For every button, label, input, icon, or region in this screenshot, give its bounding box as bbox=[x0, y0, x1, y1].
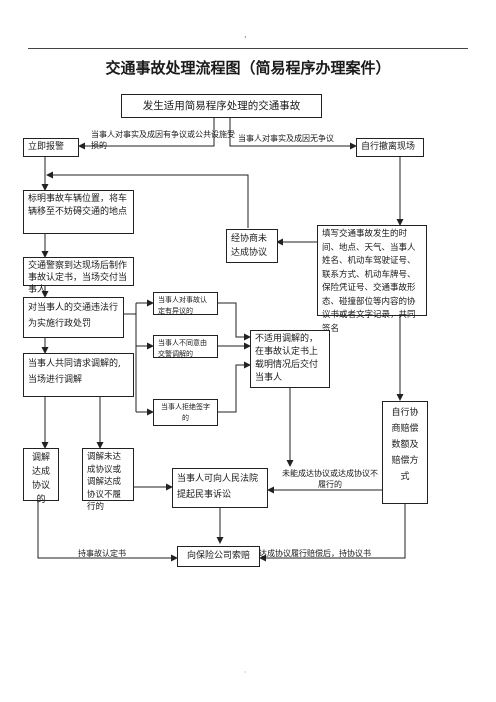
node-self-evacuate: 自行撤离现场 bbox=[356, 138, 424, 157]
node-report: 立即报警 bbox=[23, 138, 79, 157]
node-opt-objection: 当事人对事故认定有异议的 bbox=[153, 292, 218, 315]
node-joint-request: 当事人共同请求调解的,当场进行调解 bbox=[23, 353, 134, 397]
node-mark-position: 标明事故车辆位置，将车辆移至不妨碍交通的地点 bbox=[23, 190, 134, 234]
node-mediated: 调解达成协议的 bbox=[23, 448, 59, 505]
label-not-reached: 未能成达协议或达成协议不履行的 bbox=[282, 469, 378, 489]
node-penalty: 对当事人的交通违法行为实施行政处罚 bbox=[23, 297, 124, 338]
edge-negotiate-insurance bbox=[259, 503, 406, 562]
node-insurance: 向保险公司索赔 bbox=[177, 546, 260, 567]
node-fill-agreement: 填写交通事故发生的时间、地点、天气、当事人姓名、机动车驾驶证号、联系方式、机动车… bbox=[317, 225, 427, 334]
edge-start-self bbox=[229, 117, 357, 150]
edge-fail-back bbox=[46, 171, 249, 228]
label-dispute: 当事人对事实及成因有争议或公共设施受损的 bbox=[91, 130, 235, 150]
footer-dot: · bbox=[244, 668, 247, 677]
header-dot: · bbox=[244, 33, 247, 42]
node-opt-refuse: 当事人拒绝签字的 bbox=[153, 399, 218, 426]
label-with-decision: 持事故认定书 bbox=[78, 549, 126, 558]
header-rule bbox=[28, 48, 468, 49]
node-opt-disagree: 当事人不同意由交警调解的 bbox=[153, 335, 218, 358]
node-police-decision: 交通警察到达现场后制作事故认定书，当场交付当事人 bbox=[23, 257, 134, 295]
edge-start-report bbox=[78, 117, 215, 150]
edge-mediated-insurance bbox=[37, 500, 178, 562]
node-self-negotiate: 自行协商赔偿数额及赔偿方式 bbox=[382, 401, 428, 504]
node-civil-suit: 当事人可向人民法院提起民事诉讼 bbox=[172, 468, 268, 508]
node-mediation-failed: 调解未达成协议或调解达成协议不履行的 bbox=[82, 448, 134, 512]
label-with-agreement: 达成协议履行赔偿后，持协议书 bbox=[259, 549, 371, 558]
label-no-dispute: 当事人对事实及成因无争议 bbox=[238, 134, 334, 143]
page-title: 交通事故处理流程图（简易程序办理案件） bbox=[105, 59, 391, 77]
node-fail-agreement: 经协商未达成协议 bbox=[226, 229, 278, 263]
node-start: 发生适用简易程序处理的交通事故 bbox=[121, 94, 322, 118]
node-not-mediate: 不适用调解的，在事故认定书上载明情况后交付当事人 bbox=[250, 330, 330, 388]
